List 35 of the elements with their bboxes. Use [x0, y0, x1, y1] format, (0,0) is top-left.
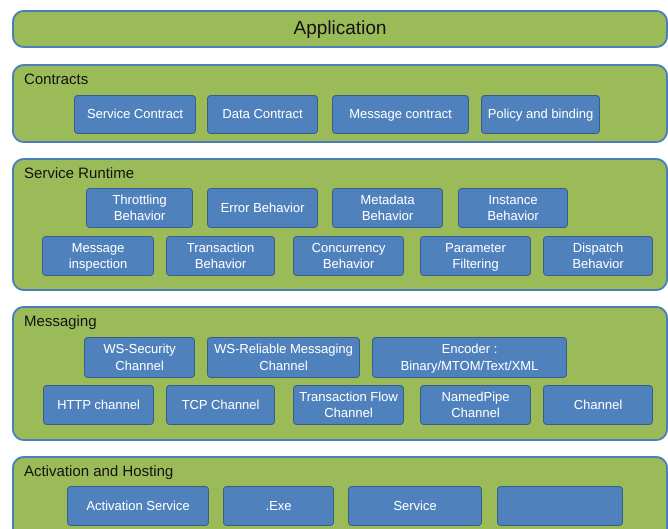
component-box: Throttling Behavior	[86, 188, 193, 228]
component-box: NamedPipe Channel	[420, 385, 531, 425]
component-box: Instance Behavior	[458, 188, 568, 228]
component-box: Data Contract	[207, 95, 318, 134]
application-title: Application	[294, 18, 386, 40]
component-box: .Exe	[223, 486, 334, 526]
component-box: Service Contract	[74, 95, 196, 134]
component-box: Message inspection	[42, 236, 154, 276]
component-box: Message contract	[332, 95, 469, 134]
component-box: WS-Security Channel	[84, 337, 195, 378]
layer-panel	[12, 456, 668, 529]
component-box: Activation Service	[67, 486, 209, 526]
application-bar	[12, 10, 668, 48]
layer-panel	[12, 64, 668, 143]
component-box: Service	[348, 486, 482, 526]
component-box: Metadata Behavior	[332, 188, 443, 228]
component-box	[497, 486, 623, 526]
layer-heading: Contracts	[24, 71, 88, 88]
component-box: Dispatch Behavior	[543, 236, 653, 276]
component-box: Error Behavior	[207, 188, 318, 228]
component-box: Encoder : Binary/MTOM/Text/XML	[372, 337, 567, 378]
layer-heading: Messaging	[24, 313, 97, 330]
component-box: Policy and binding	[481, 95, 600, 134]
layer-heading: Activation and Hosting	[24, 463, 174, 480]
layer-panel	[12, 306, 668, 441]
component-box: Channel	[543, 385, 653, 425]
component-box: Transaction Flow Channel	[293, 385, 404, 425]
component-box: WS-Reliable Messaging Channel	[207, 337, 360, 378]
layer-heading: Service Runtime	[24, 165, 134, 182]
layer-panel	[12, 158, 668, 291]
component-box: HTTP channel	[43, 385, 154, 425]
component-box: Concurrency Behavior	[293, 236, 404, 276]
component-box: Parameter Filtering	[420, 236, 531, 276]
component-box: TCP Channel	[166, 385, 275, 425]
component-box: Transaction Behavior	[166, 236, 275, 276]
